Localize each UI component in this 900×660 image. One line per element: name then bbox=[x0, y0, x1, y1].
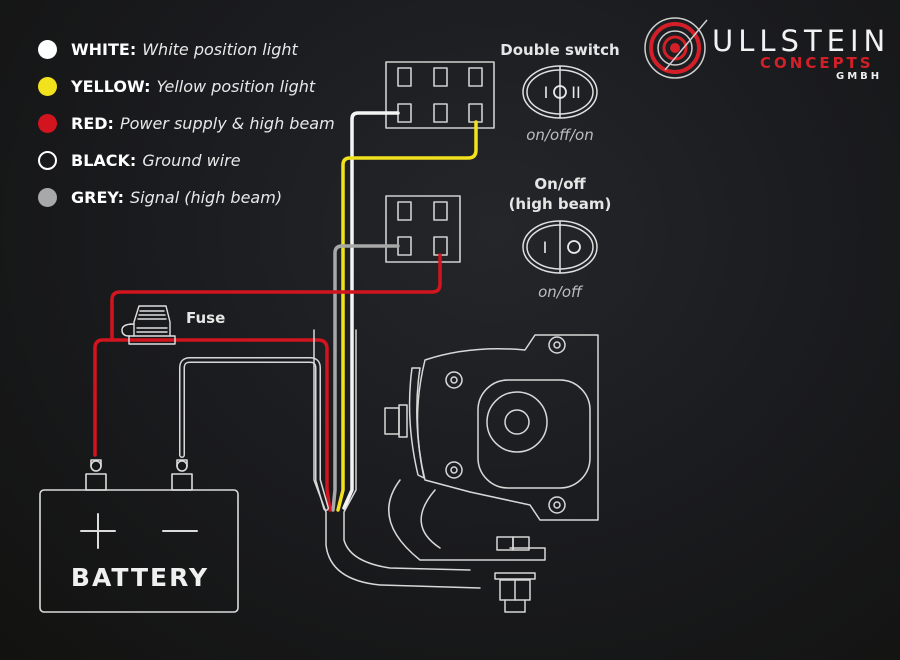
red-dot-icon bbox=[38, 113, 57, 133]
double-switch-icon[interactable] bbox=[522, 65, 598, 119]
logo-line3: GMBH bbox=[836, 71, 883, 82]
wire-yellow bbox=[336, 120, 478, 512]
grey-dot-icon bbox=[38, 187, 57, 207]
single-switch-title-1: On/off bbox=[534, 175, 586, 193]
switch-symbol-on-single: I bbox=[543, 238, 548, 257]
wire-black-ground bbox=[179, 357, 329, 511]
legend-key: WHITE: bbox=[71, 39, 137, 59]
company-logo: ULLSTEIN CONCEPTS GMBH bbox=[640, 14, 890, 84]
black-dot-icon bbox=[38, 150, 57, 170]
legend-item-yellow: YELLOW: Yellow position light bbox=[38, 74, 315, 98]
legend-key: GREY: bbox=[71, 187, 124, 207]
legend-item-grey: GREY: Signal (high beam) bbox=[38, 185, 282, 209]
fuse-label: Fuse bbox=[186, 309, 226, 327]
single-switch-title-2: (high beam) bbox=[508, 195, 612, 213]
single-switch-mode: on/off bbox=[538, 283, 582, 301]
legend-desc: Ground wire bbox=[142, 150, 241, 170]
fuse-icon bbox=[121, 305, 176, 345]
legend-desc: Yellow position light bbox=[156, 76, 316, 96]
double-switch-connector bbox=[385, 61, 495, 129]
battery-icon bbox=[39, 459, 239, 613]
legend-key: YELLOW: bbox=[71, 76, 151, 96]
white-dot-icon bbox=[38, 39, 57, 59]
cable-bundle bbox=[313, 329, 481, 589]
yellow-dot-icon bbox=[38, 76, 57, 96]
legend-desc: Power supply & high beam bbox=[119, 113, 335, 133]
switch-symbol-on: I bbox=[544, 83, 549, 102]
legend-item-black: BLACK: Ground wire bbox=[38, 148, 241, 172]
logo-line2: CONCEPTS bbox=[760, 54, 874, 72]
wire-white bbox=[342, 111, 400, 510]
single-switch-icon[interactable] bbox=[522, 220, 598, 274]
legend-item-white: WHITE: White position light bbox=[38, 37, 298, 61]
single-switch-connector bbox=[385, 195, 461, 263]
legend-key: RED: bbox=[71, 113, 114, 133]
wire-grey bbox=[331, 244, 400, 512]
legend-key: BLACK: bbox=[71, 150, 137, 170]
double-switch-title: Double switch bbox=[500, 41, 620, 59]
legend-item-red: RED: Power supply & high beam bbox=[38, 111, 335, 135]
battery-label: BATTERY bbox=[70, 563, 210, 592]
switch-symbol-on2: II bbox=[571, 83, 580, 102]
legend-desc: Signal (high beam) bbox=[129, 187, 283, 207]
double-switch-mode: on/off/on bbox=[526, 126, 594, 144]
legend-desc: White position light bbox=[142, 39, 298, 59]
logo-line1: ULLSTEIN bbox=[712, 24, 891, 58]
wire-red-power bbox=[93, 338, 332, 512]
wire-red-high-beam bbox=[110, 253, 442, 342]
work-light-lamp bbox=[384, 334, 599, 613]
logo-target-icon bbox=[644, 17, 708, 79]
